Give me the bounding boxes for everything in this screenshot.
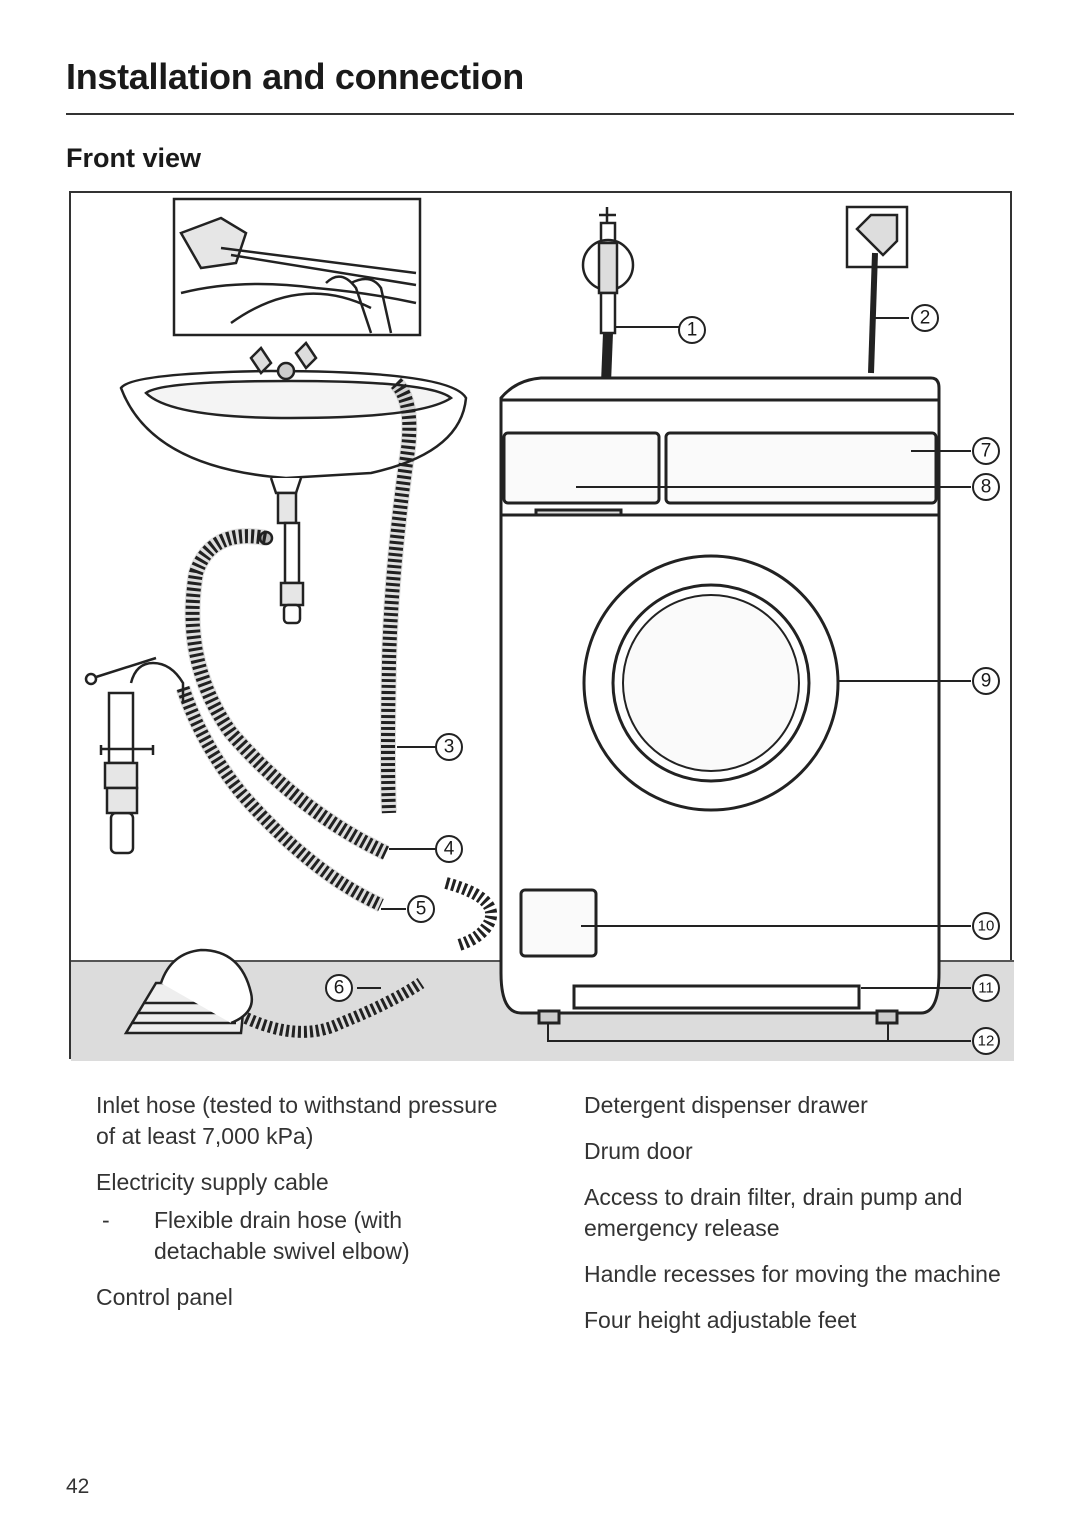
legend-bullet-dash: - [102, 1207, 110, 1233]
callout-3-label: 3 [444, 737, 455, 758]
legend-dispenser-drawer: Detergent dispenser drawer [584, 1092, 868, 1118]
legend-inlet-hose: Inlet hose (tested to withstand pressure… [96, 1092, 498, 1149]
legend-adjustable-feet: Four height adjustable feet [584, 1307, 857, 1333]
legend-control-panel: Control panel [96, 1284, 233, 1310]
callout-12-label: 12 [978, 1033, 995, 1050]
callout-11: 11 [972, 974, 1000, 1002]
legend-handle-recesses: Handle recesses for moving the machine [584, 1261, 1001, 1287]
section-title: Front view [66, 143, 202, 173]
wash-basin [119, 341, 468, 625]
callout-8-label: 8 [981, 477, 992, 498]
callout-6: 6 [325, 974, 353, 1002]
front-view-figure: 1 2 3 4 5 6 7 8 [69, 191, 1014, 1061]
callout-2: 2 [911, 304, 939, 332]
callout-10-label: 10 [978, 918, 995, 935]
legend-left-column: Inlet hose (tested to withstand pressure… [96, 1090, 516, 1328]
callout-4-label: 4 [444, 839, 455, 860]
callout-3: 3 [435, 733, 463, 761]
front-view-illustration: 1 2 3 4 5 6 7 8 [71, 197, 1014, 1061]
callout-9-label: 9 [981, 671, 992, 692]
washing-machine [499, 376, 941, 1025]
callout-2-label: 2 [920, 308, 931, 329]
callout-1-label: 1 [687, 320, 698, 341]
floor-drain [123, 948, 254, 1035]
wall-standpipe [84, 656, 185, 855]
callout-7: 7 [972, 437, 1000, 465]
callout-11-label: 11 [978, 980, 994, 997]
legend-supply-cable: Electricity supply cable [96, 1169, 329, 1195]
callout-leaders [357, 317, 971, 1042]
callout-5: 5 [407, 895, 435, 923]
title-divider [66, 113, 1014, 115]
callout-5-label: 5 [416, 899, 427, 920]
callout-9: 9 [972, 667, 1000, 695]
power-cable [868, 252, 878, 374]
page-number: 42 [66, 1475, 90, 1498]
callout-1: 1 [678, 316, 706, 344]
drain-hose-5 [176, 685, 384, 911]
page-title: Installation and connection [66, 56, 524, 97]
callout-10: 10 [972, 912, 1000, 940]
tap-detail-inset [172, 197, 422, 337]
legend-drain-hose-text: Flexible drain hose (with detachable swi… [154, 1207, 410, 1264]
callout-4: 4 [435, 835, 463, 863]
legend-drum-door: Drum door [584, 1138, 693, 1164]
callout-8: 8 [972, 473, 1000, 501]
callout-6-label: 6 [334, 978, 345, 999]
inlet-hose [601, 332, 613, 384]
legend-right-column: Detergent dispenser drawer Drum door Acc… [584, 1090, 1004, 1351]
callout-7-label: 7 [981, 441, 992, 462]
legend-drain-hose: - Flexible drain hose (with detachable s… [96, 1205, 516, 1267]
callout-12: 12 [972, 1027, 1000, 1055]
legend-drain-filter-access: Access to drain filter, drain pump and e… [584, 1184, 963, 1241]
water-tap [581, 207, 635, 335]
drain-hose-6 [243, 977, 425, 1038]
drain-hose-3 [381, 378, 417, 814]
